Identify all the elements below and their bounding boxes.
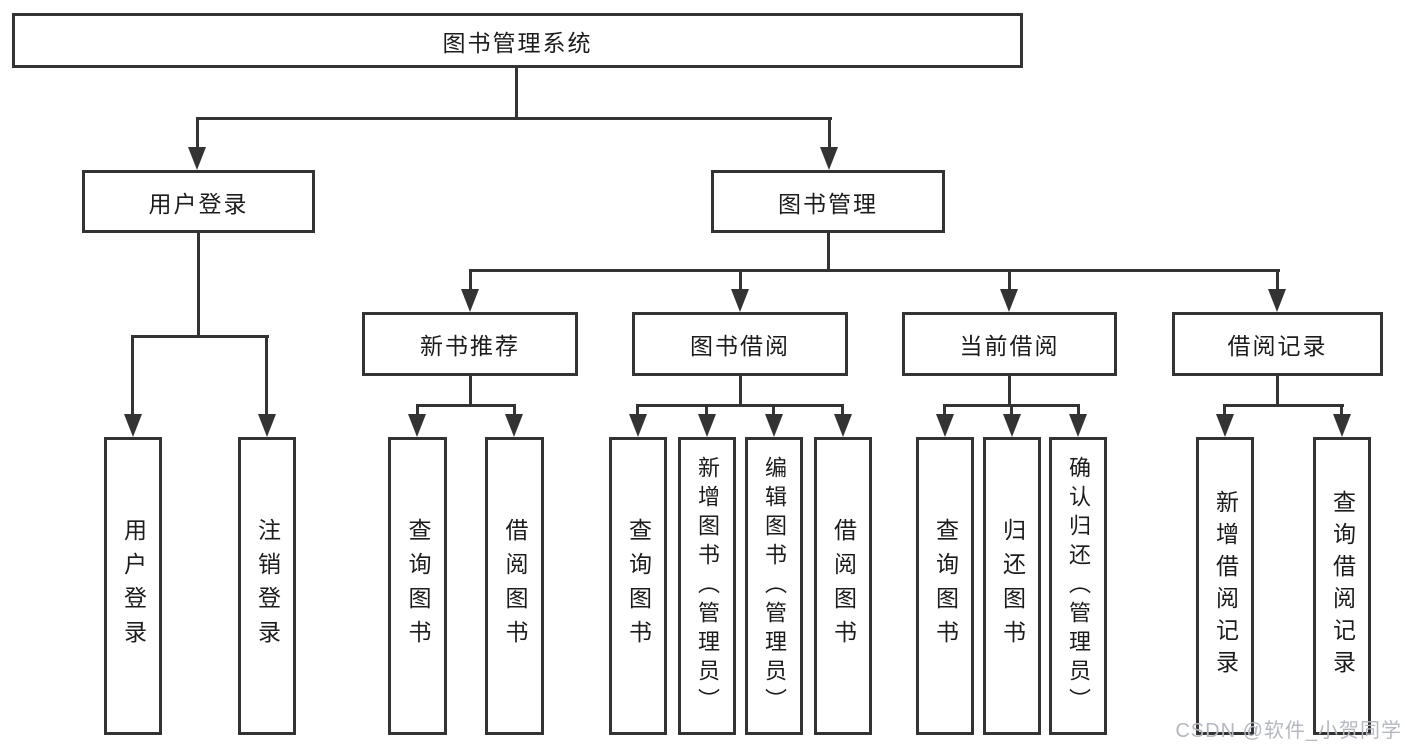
edge-userlogin-stem-2 [265,335,268,416]
leaf-logout: 注销登录 [238,437,296,735]
arrow-down-icon [936,414,954,437]
edge-newbook-bar [416,404,516,407]
edge-borrow-stem-3 [772,404,775,416]
edge-borrow-bar [636,404,844,407]
arrow-down-icon [188,147,206,170]
node-root: 图书管理系统 [12,13,1023,68]
arrow-down-icon [408,414,426,437]
leaf-user-login: 用户登录 [104,437,162,735]
leaf-add-book-admin: 新增图书（管理员） [678,437,736,735]
edge-borrow-stem-4 [841,404,844,416]
arrow-down-icon [258,414,276,437]
arrow-down-icon [461,289,479,312]
edge-userlogin-trunk [197,233,200,336]
edge-bookmgmt-bar [469,269,1280,272]
arrow-down-icon [698,414,716,437]
leaf-confirm-return-admin: 确认归还（管理员） [1049,437,1107,735]
arrow-down-icon [1216,414,1234,437]
edge-records-bar [1223,404,1344,407]
arrow-down-icon [629,414,647,437]
arrow-down-icon [505,414,523,437]
leaf-query-book-borrow: 查询图书 [609,437,667,735]
edge-root-trunk [515,68,518,118]
edge-records-stem-1 [1223,404,1226,416]
leaf-query-borrow-record: 查询借阅记录 [1313,437,1371,735]
leaf-edit-book-admin: 编辑图书（管理员） [745,437,803,735]
edge-bookmgmt-stem-1 [469,269,472,291]
arrow-down-icon [1268,289,1286,312]
arrow-down-icon [1069,414,1087,437]
edge-borrow-stem-1 [636,404,639,416]
edge-records-stem-2 [1340,404,1343,416]
edge-newbook-trunk [469,376,472,406]
edge-root-stem-right [828,117,831,149]
edge-userlogin-stem-1 [131,335,134,416]
node-book-borrow: 图书借阅 [632,312,848,376]
arrow-down-icon [820,147,838,170]
node-user-login: 用户登录 [82,170,315,233]
leaf-query-book-current: 查询图书 [916,437,974,735]
edge-root-stem-left [196,117,199,149]
edge-root-bar [196,117,832,120]
edge-newbook-stem-2 [513,404,516,416]
edge-bookmgmt-trunk [827,233,830,271]
leaf-query-book-newrec: 查询图书 [388,437,447,735]
edge-bookmgmt-stem-4 [1276,269,1279,291]
edge-records-trunk [1276,376,1279,406]
edge-borrow-trunk [739,376,742,406]
node-borrow-records: 借阅记录 [1172,312,1383,376]
edge-userlogin-bar [131,335,269,338]
arrow-down-icon [1333,414,1351,437]
node-current-borrow: 当前借阅 [902,312,1117,376]
arrow-down-icon [1000,289,1018,312]
arrow-down-icon [1003,414,1021,437]
edge-current-trunk [1008,376,1011,406]
node-book-mgmt: 图书管理 [711,170,945,233]
edge-current-stem-1 [943,404,946,416]
arrow-down-icon [834,414,852,437]
edge-current-stem-2 [1010,404,1013,416]
edge-bookmgmt-stem-2 [739,269,742,291]
leaf-borrow-book-newrec: 借阅图书 [485,437,544,735]
edge-newbook-stem-1 [416,404,419,416]
leaf-return-book: 归还图书 [983,437,1041,735]
arrow-down-icon [765,414,783,437]
node-new-book-rec: 新书推荐 [362,312,578,376]
arrow-down-icon [124,414,142,437]
edge-bookmgmt-stem-3 [1008,269,1011,291]
arrow-down-icon [731,289,749,312]
leaf-add-borrow-record: 新增借阅记录 [1196,437,1254,735]
edge-borrow-stem-2 [705,404,708,416]
leaf-borrow-book-borrow: 借阅图书 [814,437,872,735]
watermark-text: CSDN @软件_小贺同学 [1175,720,1402,742]
edge-current-stem-3 [1077,404,1080,416]
